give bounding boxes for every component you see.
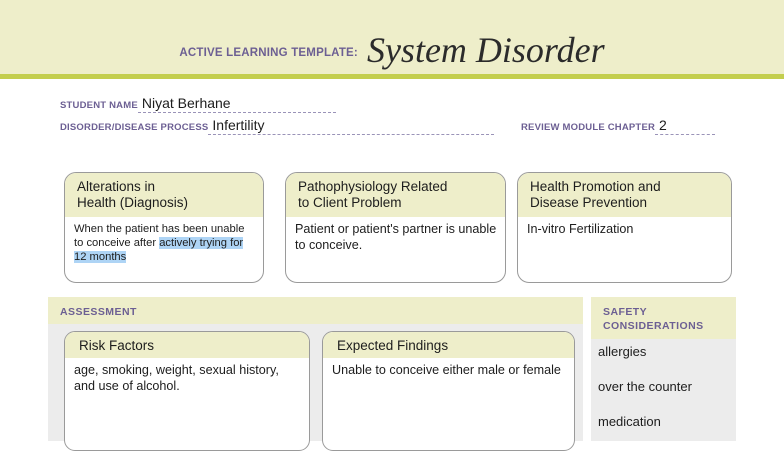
student-name-row: STUDENT NAME Niyat Berhane — [60, 96, 336, 113]
list-item[interactable]: over the counter — [598, 379, 692, 394]
card-pathophysiology[interactable]: Pathophysiology Related to Client Proble… — [285, 172, 506, 283]
card-alterations-in-health-title-line1: Alterations in — [77, 179, 156, 194]
card-risk-factors-header: Risk Factors — [65, 332, 309, 358]
student-name-input[interactable]: Niyat Berhane — [137, 96, 336, 113]
review-module-chapter-input[interactable]: 2 — [655, 118, 716, 135]
page-title: System Disorder — [366, 30, 605, 70]
identity-fields: STUDENT NAME Niyat Berhane DISORDER/DISE… — [0, 96, 784, 148]
card-alterations-body-plain: When the patient has been unable to conc… — [74, 223, 245, 249]
template-kicker-label: ACTIVE LEARNING TEMPLATE: — [179, 47, 358, 59]
list-item[interactable]: allergies — [598, 344, 647, 359]
card-health-promotion-title-line1: Health Promotion and — [530, 179, 661, 194]
card-health-promotion-body[interactable]: In-vitro Fertilization — [527, 222, 634, 236]
review-module-chapter-row: REVIEW MODULE CHAPTER 2 — [521, 118, 716, 135]
safety-considerations-list: allergies over the counter medication — [598, 344, 736, 449]
list-item[interactable]: medication — [598, 414, 661, 429]
card-health-promotion[interactable]: Health Promotion and Disease Prevention … — [517, 172, 732, 283]
assessment-section-label: ASSESSMENT — [60, 306, 137, 318]
safety-considerations-label: SAFETY CONSIDERATIONS — [603, 305, 733, 333]
safety-considerations-header-band — [591, 297, 736, 339]
header: ACTIVE LEARNING TEMPLATE: System Disorde… — [0, 0, 784, 74]
card-alterations-in-health[interactable]: Alterations in Health (Diagnosis) When t… — [64, 172, 264, 283]
disorder-process-input[interactable]: Infertility — [208, 118, 495, 135]
header-band — [0, 0, 784, 74]
card-expected-findings-body[interactable]: Unable to conceive either male or female — [332, 363, 561, 377]
disorder-process-label: DISORDER/DISEASE PROCESS — [60, 122, 209, 133]
disorder-process-row: DISORDER/DISEASE PROCESS Infertility — [60, 118, 495, 135]
card-pathophysiology-title-line1: Pathophysiology Related — [298, 179, 448, 194]
top-cards-row: Alterations in Health (Diagnosis) When t… — [0, 172, 784, 284]
safety-considerations-label-line2: CONSIDERATIONS — [603, 320, 704, 332]
card-pathophysiology-body[interactable]: Patient or patient's partner is unable t… — [295, 222, 497, 252]
assessment-header-band — [48, 297, 583, 324]
card-alterations-in-health-title-line2: Health (Diagnosis) — [77, 195, 189, 210]
card-expected-findings-header: Expected Findings — [323, 332, 574, 358]
card-pathophysiology-header: Pathophysiology Related to Client Proble… — [286, 173, 505, 217]
card-alterations-in-health-header: Alterations in Health (Diagnosis) — [65, 173, 263, 217]
card-health-promotion-header: Health Promotion and Disease Prevention — [518, 173, 731, 217]
card-health-promotion-title-line2: Disease Prevention — [530, 195, 648, 210]
card-alterations-in-health-body[interactable]: When the patient has been unable to conc… — [65, 217, 263, 268]
card-pathophysiology-title-line2: to Client Problem — [298, 195, 402, 210]
header-divider-rule — [0, 74, 784, 79]
card-risk-factors-body[interactable]: age, smoking, weight, sexual history, an… — [74, 363, 279, 393]
card-risk-factors[interactable]: Risk Factors age, smoking, weight, sexua… — [64, 331, 310, 451]
card-expected-findings[interactable]: Expected Findings Unable to conceive eit… — [322, 331, 575, 451]
student-name-label: STUDENT NAME — [60, 100, 138, 111]
review-module-chapter-label: REVIEW MODULE CHAPTER — [521, 122, 656, 133]
safety-considerations-label-line1: SAFETY — [603, 306, 648, 318]
